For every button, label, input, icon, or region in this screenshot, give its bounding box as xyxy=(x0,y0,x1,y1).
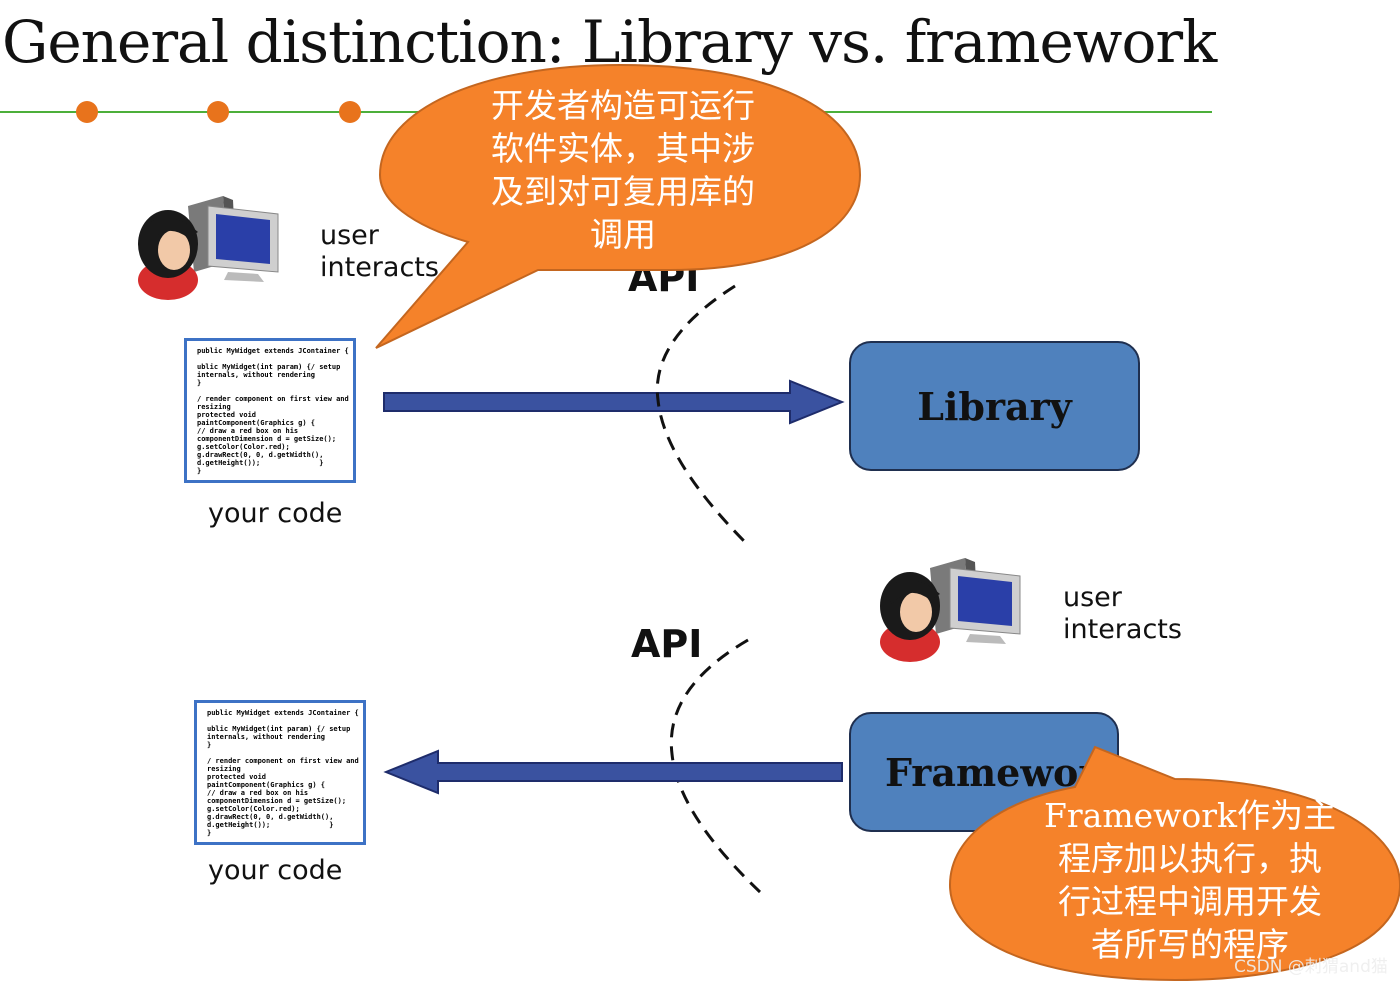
api-label: API xyxy=(631,622,703,666)
callout-bubble-top xyxy=(375,63,862,349)
call-arrow-left xyxy=(383,749,843,795)
watermark: CSDN @刺猬and猫 xyxy=(1234,957,1388,977)
library-box: Library xyxy=(849,341,1140,471)
divider-bullet xyxy=(76,101,98,123)
user-interacts-label: user interacts xyxy=(320,220,439,283)
callout-bubble-bottom xyxy=(948,745,1400,982)
callout-text-top: 开发者构造可运行 软件实体，其中涉 及到对可复用库的 调用 xyxy=(491,86,755,254)
api-boundary-curve xyxy=(655,284,747,544)
divider-bullet xyxy=(339,101,361,123)
code-card: public MyWidget extends JContainer { ubl… xyxy=(194,700,366,845)
user-computer-icon xyxy=(138,196,279,300)
code-caption: your code xyxy=(208,855,343,886)
user-computer-icon xyxy=(880,558,1021,662)
divider-bullet xyxy=(207,101,229,123)
code-card: public MyWidget extends JContainer { ubl… xyxy=(184,338,356,483)
callout-text-bottom: Framework作为主 程序加以执行，执 行过程中调用开发 者所写的程序 xyxy=(1043,796,1337,964)
user-interacts-label: user interacts xyxy=(1063,582,1182,645)
api-boundary-curve xyxy=(669,638,762,894)
code-caption: your code xyxy=(208,498,343,529)
call-arrow-right xyxy=(383,379,845,425)
